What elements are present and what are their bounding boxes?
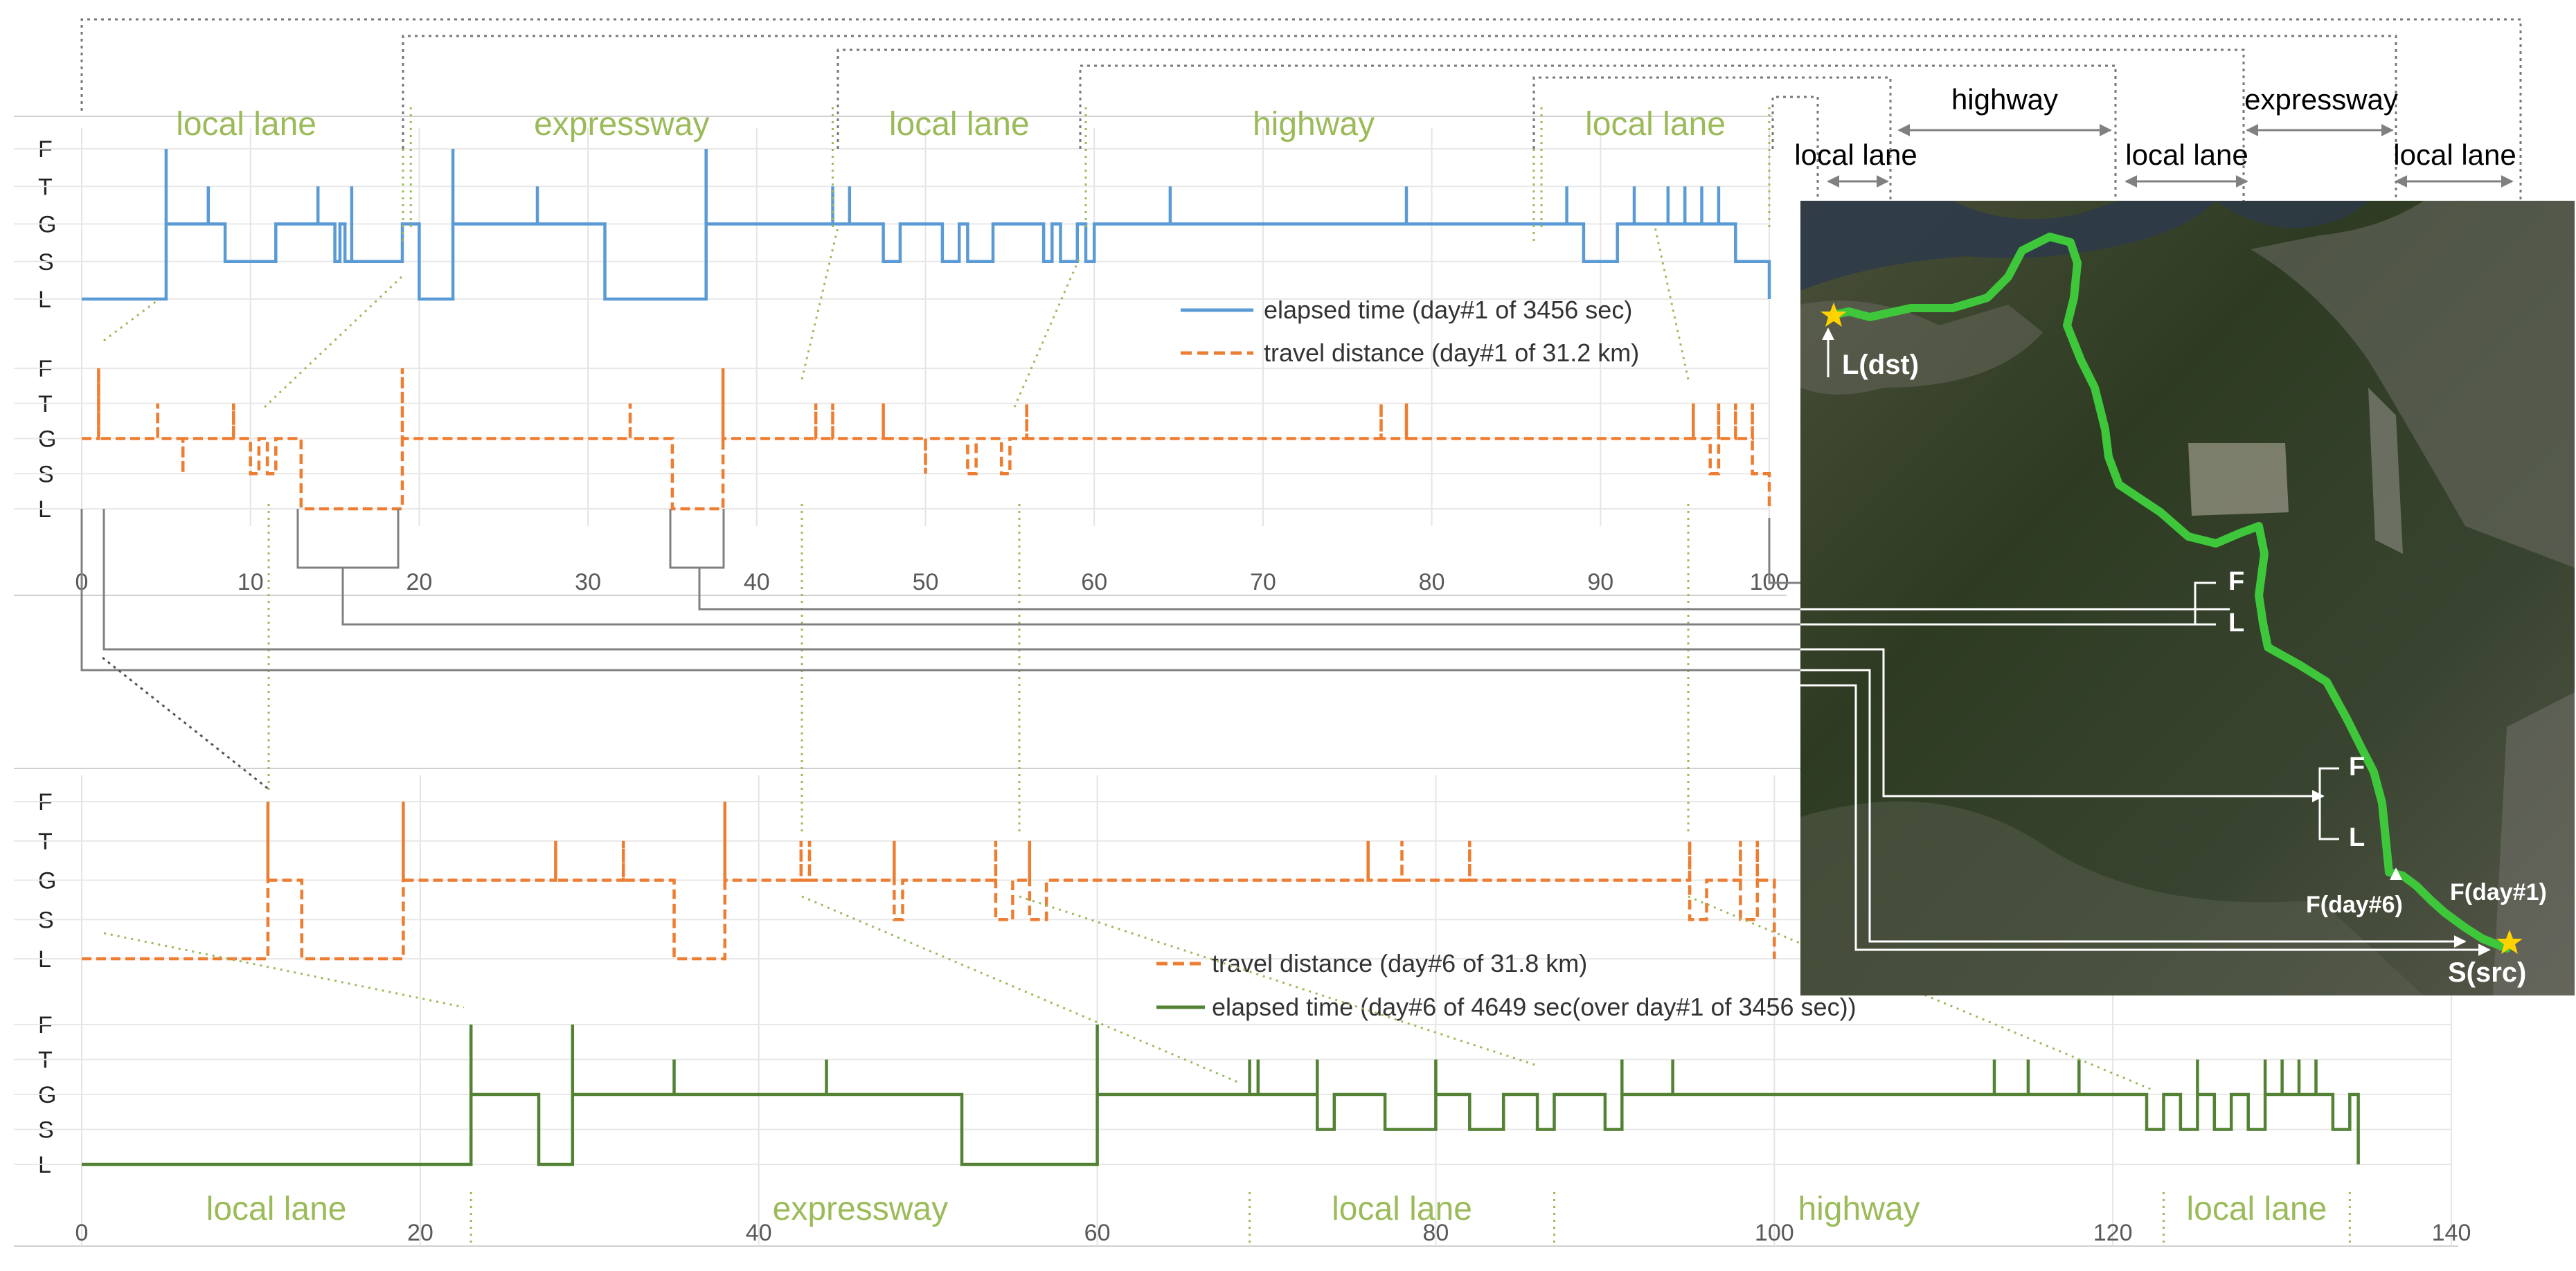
x-tick-label: 60	[1081, 569, 1107, 595]
green-correspondence-lines	[103, 149, 2154, 1092]
src-label: S(src)	[2448, 957, 2526, 988]
segment-label: local lane	[206, 1191, 347, 1227]
x-tick-label: 50	[913, 569, 939, 595]
segment-label: expressway	[534, 106, 709, 143]
x-tick-label: 120	[2093, 1220, 2133, 1246]
map-label-local-3: local lane	[2393, 138, 2516, 171]
series-line-day6-1	[82, 1025, 2360, 1166]
x-tick-label: 30	[575, 569, 601, 595]
map-label-highway: highway	[1951, 83, 2058, 116]
x-tick-label: 100	[1755, 1220, 1794, 1246]
map-label-local-1: local lane	[1794, 138, 1917, 171]
legend-day6-distance: travel distance (day#6 of 31.8 km)	[1212, 949, 1587, 977]
x-tick-label: 20	[407, 1220, 433, 1246]
segment-label: expressway	[773, 1191, 948, 1227]
f-day1-label: F(day#1)	[2450, 879, 2547, 905]
legend-top: elapsed time (day#1 of 3456 sec) travel …	[1181, 296, 1639, 367]
x-tick-label: 10	[238, 569, 264, 595]
x-tick-label: 80	[1423, 1220, 1449, 1246]
x-tick-label: 20	[406, 569, 432, 595]
x-tick-label: 90	[1587, 569, 1613, 595]
dst-star-icon	[1821, 303, 1847, 327]
segment-label: local lane	[176, 106, 316, 143]
x-tick-label: 40	[744, 569, 770, 595]
segment-labels: local lane expressway local lane highway loc…	[176, 106, 2351, 1247]
map-segment-labels: highway expressway local lane local lane…	[1794, 83, 2516, 171]
series-line-day1-0	[82, 149, 1771, 301]
segment-label: local lane	[1585, 106, 1726, 143]
series-line-day6-0	[82, 802, 1776, 961]
top-connectors	[80, 18, 2522, 201]
x-tick-label: 70	[1250, 569, 1276, 595]
src-star-icon	[2496, 930, 2523, 954]
segment-label: highway	[1253, 106, 1375, 143]
river	[1800, 201, 2216, 291]
series-layer	[82, 149, 2360, 1166]
satellite-map: L(dst) F L F L F(day#6) F(day#1) S(src)	[1800, 201, 2575, 995]
x-tick-label: 40	[746, 1220, 772, 1246]
legend-day1-time: elapsed time (day#1 of 3456 sec)	[1264, 296, 1632, 324]
segment-label: local lane	[889, 106, 1030, 143]
top-panel-frame	[14, 116, 1787, 596]
map-label-expressway: expressway	[2244, 83, 2398, 116]
segment-label: local lane	[1332, 1191, 1472, 1227]
f-day6-label: F(day#6)	[2306, 892, 2403, 918]
stop1-f-label: F	[2228, 567, 2244, 596]
stop2-f-label: F	[2349, 752, 2365, 782]
x-tick-label: 60	[1084, 1220, 1111, 1246]
stop2-l-label: L	[2349, 823, 2365, 852]
legend-day6-time: elapsed time (day#6 of 4649 sec(over day…	[1212, 993, 1857, 1021]
span-arrows	[1827, 124, 2514, 188]
x-tick-label: 0	[75, 1220, 89, 1246]
map-label-local-2: local lane	[2125, 138, 2248, 171]
dst-label: L(dst)	[1842, 350, 1919, 380]
legend-bottom: travel distance (day#6 of 31.8 km) elaps…	[1156, 949, 1857, 1021]
x-tick-label: 140	[2432, 1220, 2471, 1246]
segment-label: highway	[1798, 1191, 1920, 1227]
stop-brackets	[80, 428, 1827, 791]
x-tick-label: 80	[1419, 569, 1445, 595]
segment-label: local lane	[2187, 1191, 2327, 1227]
stop1-l-label: L	[2228, 609, 2244, 638]
legend-day1-distance: travel distance (day#1 of 31.2 km)	[1264, 339, 1639, 367]
series-line-day1-1	[82, 368, 1771, 511]
